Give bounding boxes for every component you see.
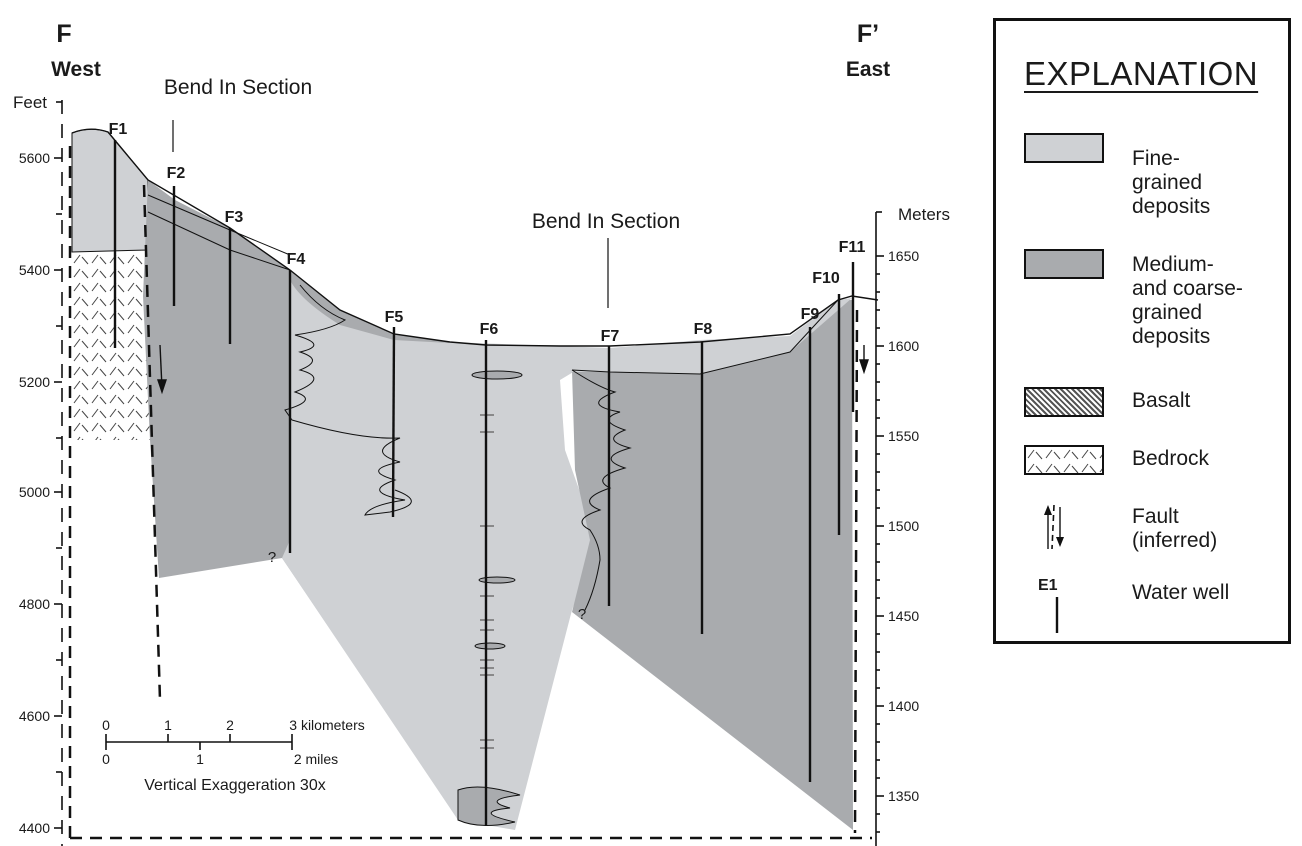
well-label: F7 — [601, 328, 620, 345]
meters-tick-label: 1400 — [888, 698, 919, 714]
legend-label-bedrock: Bedrock — [1132, 447, 1210, 470]
lens-f6-base — [457, 786, 521, 826]
feet-tick-label: 4600 — [19, 708, 50, 724]
well-label: F10 — [812, 270, 840, 287]
meters-tick-labels: 1650 1600 1550 1500 1450 1400 1350 — [888, 248, 919, 804]
query-mark-west: ? — [268, 549, 276, 566]
scale-bar-labels: 0 1 2 3 kilometers 0 1 2 miles — [102, 717, 365, 767]
swatch-bedrock — [1024, 445, 1104, 475]
fault-west-inner — [142, 184, 162, 701]
west-label: West — [51, 58, 101, 81]
explanation-legend: EXPLANATION Fine- grained deposits Mediu… — [993, 18, 1291, 644]
feet-tick-label: 5600 — [19, 150, 50, 166]
well-label: F8 — [694, 321, 713, 338]
km-tick-label: 0 — [102, 717, 110, 733]
mile-tick-label: 2 miles — [294, 751, 338, 767]
fine-grained-deposit-west — [71, 128, 149, 253]
lens-f6-low — [474, 642, 506, 650]
lens-f6-mid — [478, 576, 516, 584]
well-label: F6 — [480, 321, 499, 338]
legend-label-basalt: Basalt — [1132, 389, 1191, 412]
section-body — [71, 128, 879, 830]
meters-tick-label: 1450 — [888, 608, 919, 624]
legend-label-fault: Fault (inferred) — [1132, 505, 1218, 552]
well-label: F4 — [287, 251, 306, 268]
swatch-medium-coarse — [1024, 249, 1104, 279]
contact-line-east — [571, 299, 839, 375]
query-mark-east: ? — [578, 606, 586, 623]
fault-east-inner — [853, 309, 859, 834]
contact-line-central — [284, 284, 412, 516]
mile-tick-label: 1 — [196, 751, 204, 767]
well-label: F3 — [225, 209, 244, 226]
meters-tick-label: 1550 — [888, 428, 919, 444]
well-labels: F1 F2 F3 F4 F5 F6 F7 F8 F9 F10 F11 — [109, 121, 866, 345]
well-symbol-label: E1 — [1038, 577, 1058, 594]
legend-label-medium: Medium- and coarse- grained deposits — [1132, 253, 1243, 348]
bend-label-east: Bend In Section — [532, 210, 680, 233]
well-label: F2 — [167, 165, 186, 182]
fine-grained-deposit-central — [282, 280, 600, 830]
fault-symbol-icon — [1044, 504, 1064, 550]
swatch-fine-grained — [1024, 133, 1104, 163]
vertical-exaggeration-note: Vertical Exaggeration 30x — [144, 777, 325, 794]
feet-axis — [54, 100, 63, 846]
bedrock-unit — [72, 250, 153, 440]
wells — [113, 140, 855, 826]
feet-tick-label: 4400 — [19, 820, 50, 836]
feet-tick-label: 4800 — [19, 596, 50, 612]
contact-line-f7 — [571, 369, 632, 611]
legend-title: EXPLANATION — [1024, 55, 1259, 92]
water-well-icon — [1055, 597, 1059, 633]
feet-tick-label: 5000 — [19, 484, 50, 500]
km-tick-label: 3 kilometers — [289, 717, 364, 733]
fine-grained-cap-east — [420, 298, 852, 374]
feet-axis-title: Feet — [13, 93, 47, 112]
well-label: F5 — [385, 309, 404, 326]
well-label: F11 — [839, 239, 866, 256]
swatch-basalt — [1024, 387, 1104, 417]
faults — [68, 146, 872, 846]
meters-axis — [875, 211, 884, 846]
well-label: F9 — [801, 306, 820, 323]
meters-axis-title: Meters — [898, 205, 950, 224]
mile-tick-label: 0 — [102, 751, 110, 767]
east-label: East — [846, 58, 890, 81]
meters-tick-label: 1350 — [888, 788, 919, 804]
medium-coarse-deposit-east — [572, 300, 853, 830]
feet-tick-labels: 5600 5400 5200 5000 4800 4600 4400 — [19, 150, 50, 836]
feet-tick-label: 5200 — [19, 374, 50, 390]
section-start-label: F — [56, 20, 71, 48]
well-label: F1 — [109, 121, 128, 138]
well-f5 — [391, 326, 396, 518]
lens-f6-upper — [471, 370, 523, 380]
meters-tick-label: 1500 — [888, 518, 919, 534]
bend-label-west: Bend In Section — [164, 76, 312, 99]
km-tick-label: 2 — [226, 717, 234, 733]
fault-arrows — [157, 344, 869, 395]
legend-label-fine: Fine- grained deposits — [1132, 147, 1211, 218]
feet-tick-label: 5400 — [19, 262, 50, 278]
section-end-label: F’ — [857, 20, 879, 48]
meters-tick-label: 1650 — [888, 248, 919, 264]
km-tick-label: 1 — [164, 717, 172, 733]
bedrock-pattern-icon — [1026, 447, 1102, 473]
meters-tick-label: 1600 — [888, 338, 919, 354]
scale-bar — [105, 734, 293, 750]
legend-label-well: Water well — [1132, 581, 1230, 604]
